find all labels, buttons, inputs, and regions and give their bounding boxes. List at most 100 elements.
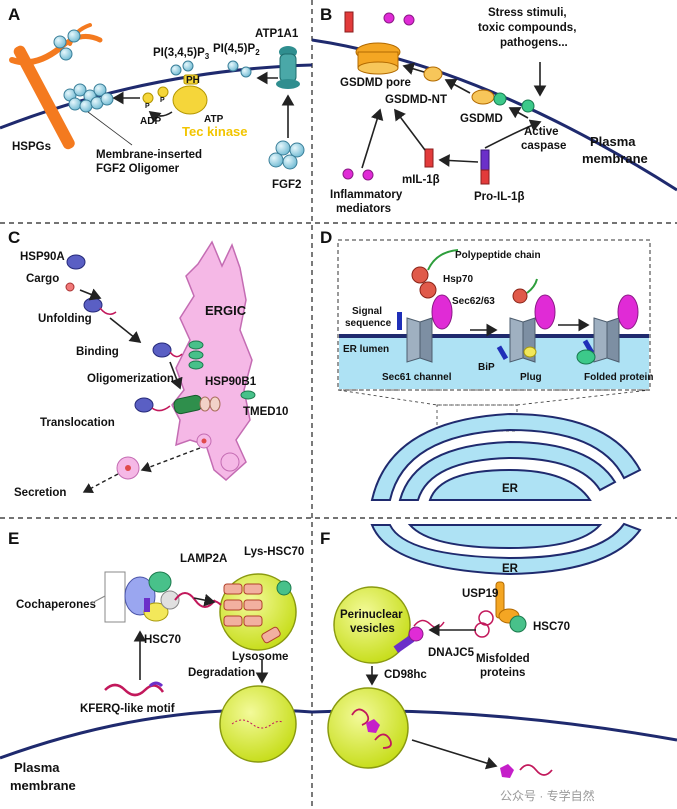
stress-line-2: toxic compounds, — [478, 22, 576, 34]
lys-hsc70-ball — [276, 580, 292, 596]
hsc70-label-f: HSC70 — [533, 621, 570, 633]
pro-il1b-label: Pro-IL-1β — [474, 191, 524, 203]
gsdmd-pore-label: GSDMD pore — [340, 77, 411, 89]
fgf2-oligomer — [53, 29, 114, 113]
unfolding-label: Unfolding — [38, 313, 92, 325]
kferq-substrate — [104, 683, 165, 697]
stress-line-1: Stress stimuli, — [488, 7, 567, 19]
panel-c-label: C — [8, 228, 20, 247]
oligomerization-label: Oligomerization — [87, 373, 174, 385]
unfolding-complex — [83, 297, 117, 315]
stress-line-3: pathogens... — [500, 37, 568, 49]
active-caspase-line-2: caspase — [521, 140, 566, 152]
ergic-label: ERGIC — [205, 303, 247, 318]
plasma-membrane-e-line-1: Plasma — [14, 760, 60, 775]
panel-e-label: E — [8, 529, 19, 548]
translocation-complex — [134, 397, 171, 413]
mediator-ball-2 — [403, 14, 415, 26]
atp1a1-label: ATP1A1 — [255, 28, 299, 40]
fgf2-monomers — [268, 140, 305, 170]
secretory-vesicle-cargo — [125, 465, 131, 471]
inflammatory-line-1: Inflammatory — [330, 189, 403, 201]
pip-lipids — [170, 60, 252, 78]
degradation-label: Degradation — [188, 667, 255, 679]
dnajc5-label: DNAJC5 — [428, 647, 475, 659]
inflammatory-line-2: mediators — [336, 203, 391, 215]
folded-protein-label: Folded protein — [584, 372, 653, 383]
panel-a: A PH P — [0, 5, 313, 191]
il1b-secreted — [344, 11, 354, 33]
ph-domain-label: PH — [186, 75, 200, 86]
er-lumen-label: ER lumen — [343, 344, 389, 355]
plasma-membrane-b-line-2: membrane — [582, 151, 648, 166]
hsp70-label: Hsp70 — [443, 274, 473, 285]
arrow-hsc70-to-lamp2a — [193, 593, 216, 607]
hspgs-label: HSPGs — [12, 141, 51, 153]
degraded-substrate — [231, 719, 283, 729]
hsp70-protein — [411, 249, 459, 299]
pro-il1b-bottom — [480, 169, 490, 185]
tec-kinase-label: Tec kinase — [182, 124, 248, 139]
cochaperone-complex — [104, 571, 216, 623]
usp19-label: USP19 — [462, 588, 498, 600]
sec62-63-3 — [617, 294, 639, 330]
lamp2a-label: LAMP2A — [180, 553, 227, 565]
arrow-nt-to-pore — [402, 62, 425, 75]
kferq-label: KFERQ-like motif — [80, 703, 175, 715]
hsc70-label-e: HSC70 — [144, 634, 181, 646]
lamp2a-receptors — [223, 583, 281, 644]
er-label-f: ER — [502, 563, 519, 575]
ergic-bud — [220, 452, 240, 472]
plug-label: Plug — [520, 372, 542, 383]
gsdmd-full — [471, 89, 507, 106]
panel-a-label: A — [8, 5, 20, 24]
kferq-motif — [148, 681, 164, 688]
sec62-63-2 — [534, 294, 556, 330]
mediator-ball-1 — [383, 12, 395, 24]
cd98hc-label: CD98hc — [384, 669, 427, 681]
zoom-projection — [337, 389, 651, 406]
pip3-label: PI(3,4,5)P3 — [153, 47, 210, 61]
bip-protein — [523, 346, 537, 358]
gsdmd-pore — [355, 42, 401, 75]
arrow-binding-to-oligomer — [169, 361, 183, 390]
arrow-mediators-to-pore — [361, 108, 384, 169]
sec62-63-label: Sec62/63 — [452, 296, 495, 307]
signal-line-1: Signal — [352, 306, 382, 317]
mil1b-label: mIL-1β — [402, 174, 440, 186]
cochaperones-label: Cochaperones — [16, 599, 96, 611]
mediator-ball-4 — [362, 169, 374, 181]
gsdmd-nt-fragment — [423, 66, 443, 82]
plasma-membrane-e-line-2: membrane — [10, 778, 76, 793]
active-caspase-ball — [521, 99, 535, 113]
tec-kinase: PH P P — [142, 74, 208, 115]
signal-sequence-3 — [582, 339, 595, 355]
hsp90a-label: HSP90A — [20, 251, 65, 263]
hsp90a-protein — [66, 254, 86, 270]
cargo-ball — [65, 282, 75, 292]
lysosome-label: Lysosome — [232, 651, 288, 663]
bip-label: BiP — [478, 362, 495, 373]
arrow-caspase-to-gsdmd — [508, 107, 529, 119]
lys-hsc70-label: Lys-HSC70 — [244, 546, 304, 558]
arrow-release — [411, 739, 498, 770]
secretion-label: Secretion — [14, 487, 66, 499]
cochaperones-leader — [89, 595, 106, 605]
polypeptide-chain-label: Polypeptide chain — [455, 250, 541, 261]
cargo-label: Cargo — [26, 273, 59, 285]
ergic-compartment — [171, 240, 253, 481]
signal-line-2: sequence — [345, 318, 392, 329]
mediator-ball-3 — [342, 168, 354, 180]
hsp90b1-label: HSP90B1 — [205, 376, 257, 388]
sec61-channel-1 — [406, 317, 433, 363]
vesicle-small-cargo — [201, 438, 207, 444]
atp-label: ATP — [204, 114, 224, 125]
panel-f-label: F — [320, 529, 330, 548]
pip2-label: PI(4,5)P2 — [213, 43, 260, 57]
signal-sequence-2 — [496, 345, 509, 361]
lysosome-bottom — [219, 685, 297, 763]
released-proteins — [500, 764, 553, 778]
arrow-gsdmd-to-nt — [444, 78, 471, 94]
